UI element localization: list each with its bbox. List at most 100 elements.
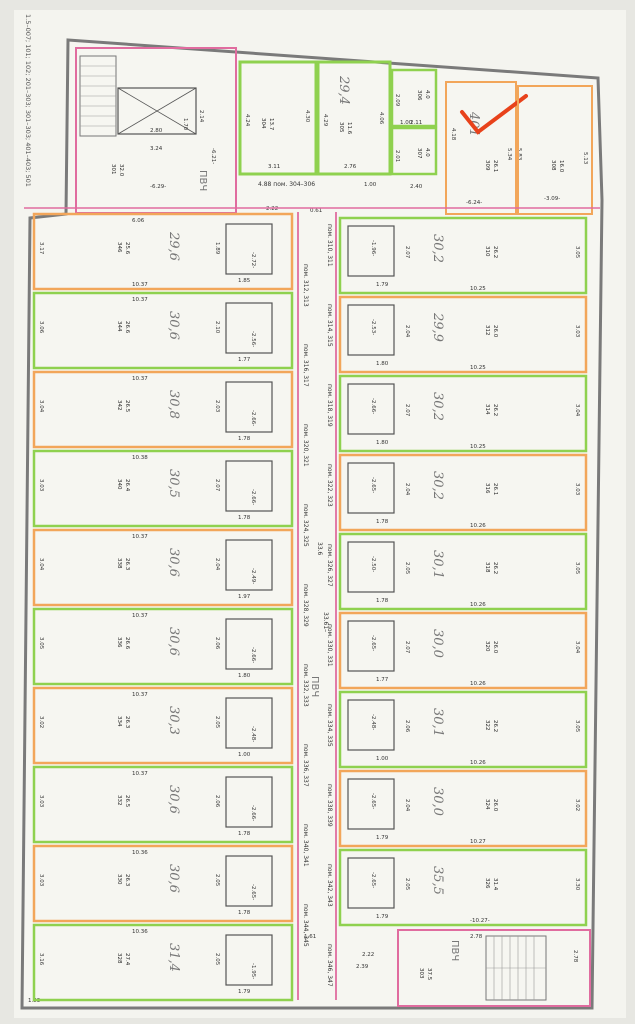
unit-314-area: 26.2 bbox=[492, 404, 498, 416]
stamp-corridor: ПВЧ bbox=[309, 676, 320, 697]
unit-324-width: 3.02 bbox=[574, 799, 580, 811]
unit-312-wc-dim-1: 1.80 bbox=[376, 361, 389, 367]
unit-346-number: 346 bbox=[116, 242, 122, 253]
unit-332-outline bbox=[32, 765, 294, 844]
unit-330-wc-dim-3: -2.65- bbox=[250, 884, 256, 900]
unit-326-width: 3.30 bbox=[574, 878, 580, 891]
room-305 bbox=[316, 60, 392, 176]
unit-316-width: 3.03 bbox=[574, 483, 580, 496]
room-305-dim-1: 2.76 bbox=[344, 164, 357, 170]
corridor-label: пом. 336, 337 bbox=[302, 744, 309, 787]
corr-dim-6: 1.61 bbox=[304, 934, 316, 940]
room-308-dim-1: 5.13 bbox=[582, 152, 588, 165]
unit-324-area: 26.0 bbox=[492, 799, 498, 812]
unit-328-bathroom bbox=[225, 934, 273, 986]
room-305-number: 305 bbox=[338, 122, 344, 133]
unit-312-outline bbox=[338, 295, 588, 374]
unit-310-area: 26.2 bbox=[492, 246, 498, 258]
unit-326-area: 31.4 bbox=[492, 878, 498, 891]
unit-326-length: -10.27- bbox=[470, 918, 490, 924]
corridor-label: пом. 346, 347 bbox=[326, 944, 333, 987]
unit-332-number: 332 bbox=[116, 795, 122, 806]
unit-326-wc-dim-2: 2.05 bbox=[404, 878, 410, 891]
unit-330-length: 10.36 bbox=[132, 850, 148, 856]
unit-332-wc-dim-3: -2.66- bbox=[250, 805, 256, 821]
corridor-label: пом. 314, 315 bbox=[326, 304, 333, 347]
unit-346-length-2: 10.37 bbox=[132, 282, 148, 288]
unit-318-wc-dim-2: 2.05 bbox=[404, 562, 410, 575]
unit-334-outline bbox=[32, 686, 294, 765]
unit-330-area: 26.3 bbox=[124, 874, 130, 887]
unit-334-width: 3.02 bbox=[38, 716, 44, 728]
room-307-dim-2: 2.11 bbox=[410, 120, 422, 126]
corner-rooms: 401 309 26.1 5.34 5.83 4.18 -6.24- 308 1… bbox=[445, 81, 593, 215]
unit-324-wc-dim-1: 1.79 bbox=[376, 835, 389, 841]
room-305-dim-3: 4.06 bbox=[378, 112, 384, 125]
corridor-label: пом. 328, 329 bbox=[302, 584, 309, 627]
room-308-dim-2: -3.09- bbox=[544, 196, 560, 202]
unit-344-wc-dim-2: 2.10 bbox=[214, 321, 220, 334]
unit-314-wc-dim-3: -2.66- bbox=[370, 398, 376, 414]
unit-326-wc-dim-3: -2.65- bbox=[370, 872, 376, 888]
stair-bottom: 303 37.5 2.78 2.78 ПВЧ bbox=[397, 929, 591, 1007]
unit-320-wc-dim-3: -2.65- bbox=[370, 635, 376, 651]
unit-346-outline bbox=[32, 212, 294, 291]
stair-dim-3: 3.24 bbox=[150, 146, 163, 152]
unit-316-wc-dim-2: 2.04 bbox=[404, 483, 410, 496]
unit-322-width: 3.05 bbox=[574, 720, 580, 733]
unit-332-width: 3.03 bbox=[38, 795, 44, 808]
elevator-shaft bbox=[117, 87, 197, 135]
unit-344-wc-dim-3: -2.56- bbox=[250, 331, 256, 347]
unit-340-area: 26.4 bbox=[124, 479, 130, 492]
unit-328-wc-dim-2: 2.05 bbox=[214, 953, 220, 966]
unit-336-bathroom bbox=[225, 618, 273, 670]
corridor-label: пом. 340, 341 bbox=[302, 824, 309, 867]
unit-346-wc-dim-2: 1.89 bbox=[214, 242, 220, 255]
room-309-dim-3: 4.18 bbox=[450, 128, 456, 141]
unit-342-wc-dim-2: 2.03 bbox=[214, 400, 220, 413]
unit-344-length: 10.37 bbox=[132, 297, 148, 303]
unit-338-wc-dim-1: 1.97 bbox=[238, 594, 251, 600]
unit-342-outline bbox=[32, 370, 294, 449]
unit-318-bathroom bbox=[347, 541, 395, 593]
unit-324-number: 324 bbox=[484, 799, 490, 810]
room-304-number: 304 bbox=[260, 118, 266, 129]
unit-310-bathroom bbox=[347, 225, 395, 277]
unit-320-wc-dim-1: 1.77 bbox=[376, 677, 389, 683]
unit-312-number: 312 bbox=[484, 325, 490, 336]
unit-342-number: 342 bbox=[116, 400, 122, 411]
unit-316-outline bbox=[338, 453, 588, 532]
core-dim-a: -6.21- bbox=[210, 148, 216, 164]
unit-332-wc-dim-2: 2.06 bbox=[214, 795, 220, 808]
corridor-label: пом. 324, 325 bbox=[302, 504, 309, 547]
unit-334-bathroom bbox=[225, 697, 273, 749]
corridor-label: пом. 334, 335 bbox=[326, 704, 333, 747]
unit-334-wc-dim-2: 2.05 bbox=[214, 716, 220, 729]
unit-312-wc-dim-3: -2.53- bbox=[370, 319, 376, 335]
unit-330-bathroom bbox=[225, 855, 273, 907]
unit-336-wc-dim-1: 1.80 bbox=[238, 673, 251, 679]
room-306-dim-1: 2.09 bbox=[394, 94, 400, 107]
unit-336-outline bbox=[32, 607, 294, 686]
unit-330-number: 330 bbox=[116, 874, 122, 885]
corridor-center-sub: 33.61– bbox=[322, 612, 329, 632]
unit-312-length: 10.25 bbox=[470, 365, 486, 371]
unit-328-length: 10.36 bbox=[132, 929, 148, 935]
unit-332-bathroom bbox=[225, 776, 273, 828]
unit-322-wc-dim-1: 1.00 bbox=[376, 756, 389, 762]
unit-318-length: 10.26 bbox=[470, 602, 486, 608]
unit-316-bathroom bbox=[347, 462, 395, 514]
top-corridor-label: 4.88 пом. 304–306 bbox=[258, 181, 315, 188]
unit-344-hand-area: 30,6 bbox=[166, 311, 181, 340]
stair-bottom-block bbox=[397, 929, 591, 1007]
unit-340-number: 340 bbox=[116, 479, 122, 490]
unit-342-width: 3.04 bbox=[38, 400, 44, 413]
unit-338-wc-dim-3: -2.49- bbox=[250, 568, 256, 584]
